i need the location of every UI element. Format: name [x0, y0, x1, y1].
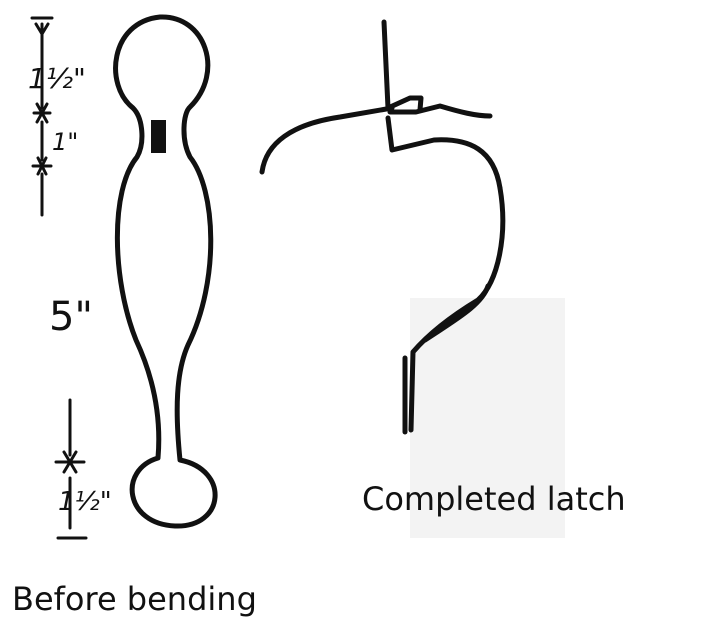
middle-dimension-tick [31, 156, 53, 176]
body-dimension-label: 5" [49, 294, 93, 340]
dimension-marks [30, 16, 88, 540]
dimension-labels: 1½" 1" 5" 1½" [28, 62, 112, 517]
before-bending-caption: Before bending [12, 580, 257, 618]
scan-shading [410, 298, 565, 538]
lower-dimension-tick [54, 450, 86, 474]
latch-slot [151, 120, 166, 153]
bottom-dimension-label: 1½" [58, 487, 112, 517]
neck-dimension-label: 1" [52, 128, 78, 156]
latch-base-plate [385, 115, 503, 191]
latch-curved-arm [259, 105, 395, 175]
blank-outline [113, 14, 218, 529]
completed-latch-caption: Completed latch [362, 480, 626, 518]
upper-dimension-tick [32, 102, 52, 124]
flat-blank-drawing [113, 14, 218, 529]
latch-tab-cap [387, 103, 493, 119]
latch-upright-tab [381, 19, 424, 113]
top-dimension-label: 1½" [28, 62, 86, 95]
latch-hook-back [422, 283, 491, 343]
completed-latch-drawing [259, 19, 506, 435]
